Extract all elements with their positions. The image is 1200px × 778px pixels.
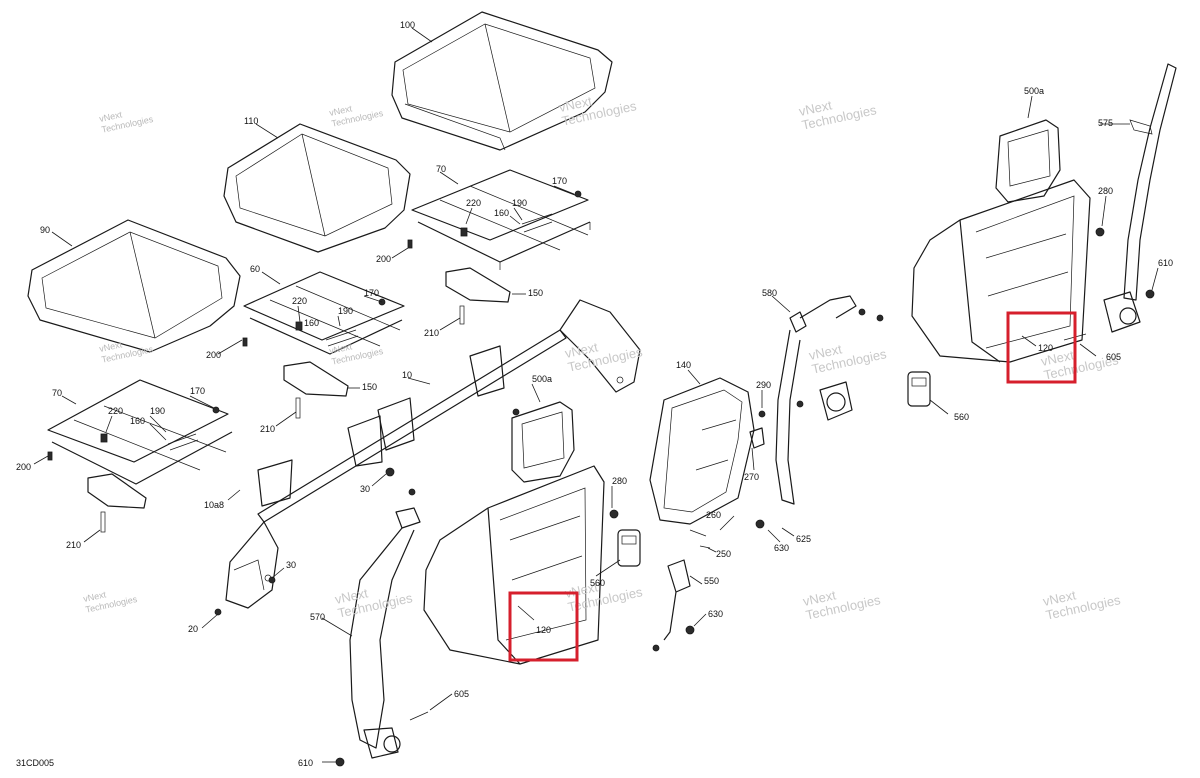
- callout-500a: 500a: [532, 374, 552, 384]
- callout-200: 200: [206, 350, 221, 360]
- buckle-560-right: [907, 371, 931, 407]
- callout-220: 220: [292, 296, 307, 306]
- watermark-text: vNext: [328, 103, 353, 118]
- seat-back-center: [423, 465, 605, 665]
- callout-280: 280: [1098, 186, 1113, 196]
- callout-560: 560: [590, 578, 605, 588]
- callout-280: 280: [612, 476, 627, 486]
- callout-220: 220: [466, 198, 481, 208]
- callout-290: 290: [756, 380, 771, 390]
- watermark-text: vNext: [334, 585, 370, 607]
- callout-120: 120: [536, 625, 551, 635]
- watermark-text: vNext: [808, 341, 844, 363]
- leader-lines: [33, 27, 1159, 763]
- bracket-150: [87, 267, 511, 509]
- callout-10: 10: [402, 370, 412, 380]
- watermark-text: vNext: [802, 587, 838, 609]
- seat-belt-580: [775, 295, 857, 505]
- diagram-code: 31CD005: [16, 758, 54, 768]
- callout-150: 150: [528, 288, 543, 298]
- callout-160: 160: [130, 416, 145, 426]
- callout-200: 200: [16, 462, 31, 472]
- callout-100: 100: [400, 20, 415, 30]
- callout-190: 190: [150, 406, 165, 416]
- callout-150: 150: [362, 382, 377, 392]
- buckle-560-center: [617, 529, 641, 567]
- callout-10a8: 10a8: [204, 500, 224, 510]
- seat-back-right: [911, 179, 1091, 363]
- callout-170: 170: [552, 176, 567, 186]
- watermark-text: vNext: [98, 339, 123, 354]
- seat-belt-570: [349, 507, 421, 759]
- highlight-box-120-center[interactable]: [508, 591, 579, 662]
- callout-210: 210: [66, 540, 81, 550]
- callout-90: 90: [40, 225, 50, 235]
- callout-210: 210: [260, 424, 275, 434]
- watermark-text: vNext: [564, 579, 600, 601]
- callout-570: 570: [310, 612, 325, 622]
- callout-560: 560: [954, 412, 969, 422]
- callout-250: 250: [716, 549, 731, 559]
- seat-cushion-110: [223, 123, 411, 253]
- callout-170: 170: [364, 288, 379, 298]
- callout-630: 630: [774, 543, 789, 553]
- watermark-text: vNext: [1040, 347, 1076, 369]
- hardware: [47, 190, 582, 533]
- callout-260: 260: [706, 510, 721, 520]
- watermark-text: vNext: [98, 109, 123, 124]
- callout-30: 30: [360, 484, 370, 494]
- callout-220: 220: [108, 406, 123, 416]
- headrest-right: [995, 119, 1061, 203]
- seat-frame-70-left: [47, 379, 233, 485]
- callout-575: 575: [1098, 118, 1113, 128]
- callout-625: 625: [796, 534, 811, 544]
- highlight-box-120-right[interactable]: [1006, 311, 1077, 384]
- seat-belt-575: [1103, 63, 1177, 333]
- callout-630: 630: [708, 609, 723, 619]
- callout-605: 605: [454, 689, 469, 699]
- callout-190: 190: [338, 306, 353, 316]
- callout-120: 120: [1038, 343, 1053, 353]
- watermark-text: vNext: [564, 339, 600, 361]
- headrest-center: [511, 401, 575, 483]
- callout-190: 190: [512, 198, 527, 208]
- callout-605: 605: [1106, 352, 1121, 362]
- callout-160: 160: [304, 318, 319, 328]
- callout-30: 30: [286, 560, 296, 570]
- callout-200: 200: [376, 254, 391, 264]
- callout-550: 550: [704, 576, 719, 586]
- callout-610: 610: [1158, 258, 1173, 268]
- watermark-text: vNext: [328, 341, 353, 356]
- buckle-550: [663, 559, 691, 641]
- watermark-text: vNext: [1042, 587, 1078, 609]
- callouts: 100 110 90 70 170 220 190 160 200 150 21…: [16, 20, 1173, 768]
- callout-160: 160: [494, 208, 509, 218]
- seat-frame-60: [243, 271, 405, 355]
- watermark-text: vNext: [558, 93, 594, 115]
- fasteners: [214, 227, 1155, 767]
- console-140: [649, 377, 755, 525]
- callout-210: 210: [424, 328, 439, 338]
- callout-110: 110: [244, 116, 258, 126]
- seat-cushion-100: [391, 11, 613, 151]
- callout-610: 610: [298, 758, 313, 768]
- callout-500a: 500a: [1024, 86, 1044, 96]
- callout-170: 170: [190, 386, 205, 396]
- callout-580: 580: [762, 288, 777, 298]
- callout-70: 70: [436, 164, 446, 174]
- watermark-text: vNext: [82, 589, 107, 604]
- main-frame-10: [225, 299, 641, 609]
- watermark-text: vNext: [798, 97, 834, 119]
- callout-60: 60: [250, 264, 260, 274]
- callout-140: 140: [676, 360, 691, 370]
- callout-270: 270: [744, 472, 759, 482]
- callout-20: 20: [188, 624, 198, 634]
- seat-cushion-90: [27, 219, 241, 353]
- callout-70: 70: [52, 388, 62, 398]
